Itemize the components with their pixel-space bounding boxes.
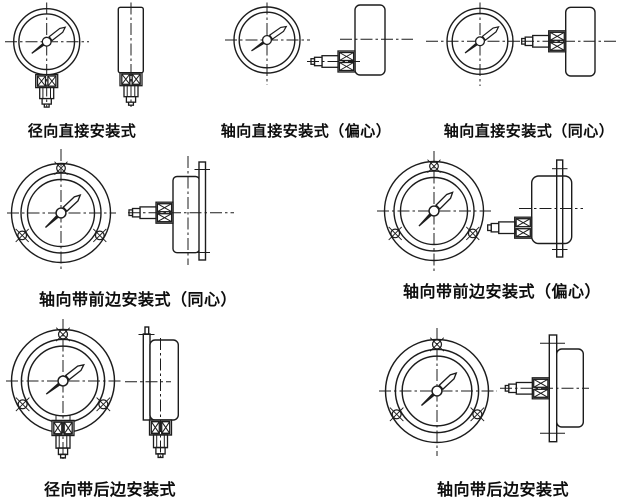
gauge-front-view xyxy=(7,149,116,272)
caption-radial-direct: 径向直接安装式 xyxy=(27,123,137,140)
diagram-axial-direct-eccentric xyxy=(225,2,413,85)
front-flange-plate xyxy=(198,161,207,261)
gauge-side-view xyxy=(487,159,583,258)
diagram-axial-front-flange-eccentric xyxy=(377,151,583,271)
gauge-front-view xyxy=(225,2,310,85)
diagram-axial-front-flange-concentric xyxy=(7,149,234,272)
caption-axial-direct-eccentric: 轴向直接安装式（偏心） xyxy=(220,123,392,140)
gauge-side-view xyxy=(521,6,617,77)
gauge-side-view xyxy=(307,4,413,76)
diagram-radial-direct xyxy=(5,2,145,108)
gauge-side-view xyxy=(128,156,234,265)
caption-axial-front-flange-concentric: 轴向带前边安装式（同心） xyxy=(38,292,238,309)
gauge-side-view xyxy=(117,2,145,107)
caption-radial-back-flange: 径向带后边安装式 xyxy=(43,482,177,499)
diagram-axial-back-flange xyxy=(379,328,589,456)
gauge-front-view xyxy=(379,328,497,456)
back-flange-plate xyxy=(142,333,151,421)
caption-axial-back-flange: 轴向带后边安装式 xyxy=(436,482,570,499)
gauge-side-view xyxy=(500,334,589,443)
diagram-radial-back-flange xyxy=(6,319,179,459)
caption-axial-direct-concentric: 轴向直接安装式（同心） xyxy=(443,123,615,140)
caption-axial-front-flange-eccentric: 轴向带前边安装式（偏心） xyxy=(402,284,602,301)
gauge-side-view xyxy=(125,326,179,459)
gauge-front-view xyxy=(5,2,89,108)
gauge-front-view xyxy=(6,319,122,459)
gauge-front-view xyxy=(377,151,491,271)
diagram-axial-direct-concentric xyxy=(426,2,617,86)
gauge-front-view xyxy=(426,2,534,86)
